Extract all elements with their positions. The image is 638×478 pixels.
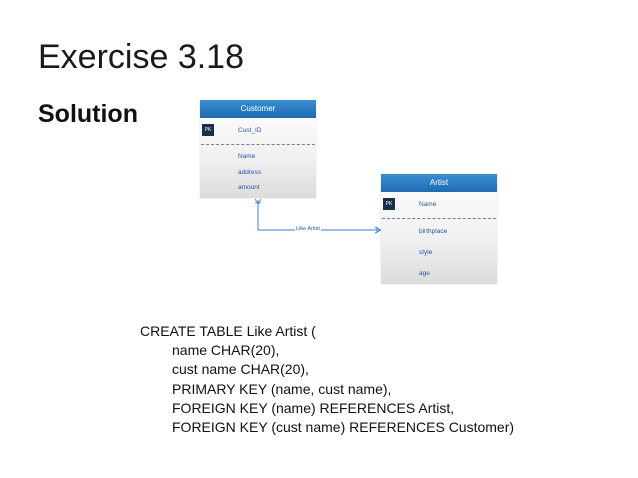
slide-subtitle: Solution bbox=[38, 100, 138, 128]
entity-customer-header: Customer bbox=[200, 100, 316, 118]
entity-artist-key: Name bbox=[419, 201, 437, 208]
pk-badge: PK bbox=[202, 124, 214, 136]
entity-artist-key-row: PK Name bbox=[381, 192, 497, 218]
entity-customer-key-row: PK Cust_ID bbox=[200, 118, 316, 144]
entity-customer-attr: amount bbox=[238, 184, 260, 191]
connector-end-customer bbox=[254, 198, 262, 205]
entity-artist-header: Artist bbox=[381, 174, 497, 192]
entity-artist-attr: style bbox=[419, 249, 433, 256]
sql-line: CREATE TABLE Like Artist ( bbox=[140, 323, 316, 339]
slide-title: Exercise 3.18 bbox=[38, 38, 244, 76]
entity-customer-key: Cust_ID bbox=[238, 127, 262, 134]
entity-customer: Customer PK Cust_ID Name address amount bbox=[200, 100, 316, 198]
entity-artist-attr: birthplace bbox=[419, 228, 448, 235]
sql-statement: CREATE TABLE Like Artist ( name CHAR(20)… bbox=[140, 322, 514, 437]
entity-customer-separator bbox=[201, 144, 315, 145]
entity-artist: Artist PK Name birthplace style age bbox=[381, 174, 497, 284]
sql-line: name CHAR(20), bbox=[172, 342, 280, 359]
entity-artist-separator bbox=[382, 218, 496, 219]
pk-badge: PK bbox=[383, 198, 395, 210]
sql-line: FOREIGN KEY (cust name) REFERENCES Custo… bbox=[172, 419, 515, 436]
sql-line: PRIMARY KEY (name, cust name), bbox=[172, 380, 392, 397]
entity-customer-attr: address bbox=[238, 169, 262, 176]
entity-artist-attr: age bbox=[419, 270, 430, 277]
entity-customer-attr: Name bbox=[238, 153, 256, 160]
sql-line: cust name CHAR(20), bbox=[172, 361, 309, 378]
sql-line: FOREIGN KEY (name) REFERENCES Artist, bbox=[172, 399, 455, 416]
relationship-label: Like Artist bbox=[295, 226, 321, 232]
